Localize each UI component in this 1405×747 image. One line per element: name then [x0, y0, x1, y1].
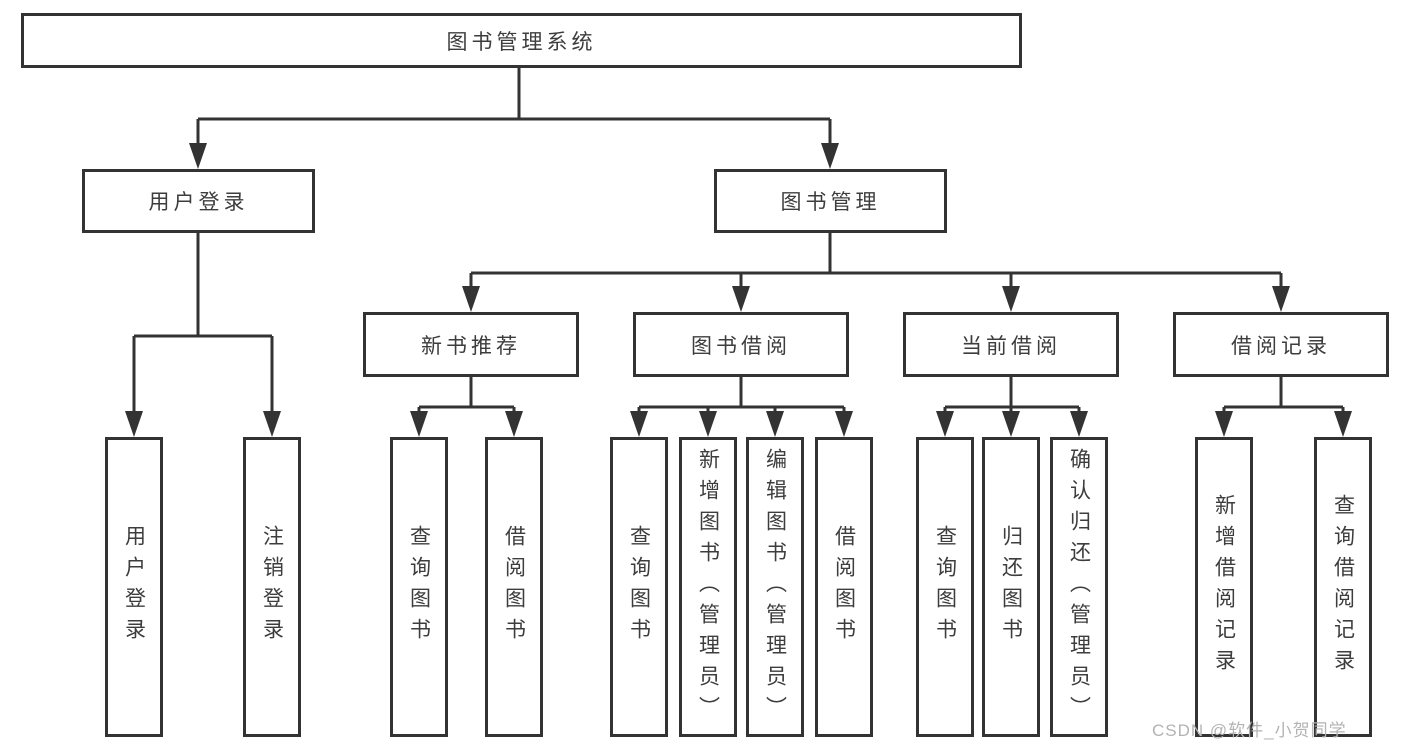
leaf-borrow-books-recommend: 借阅图书 [485, 437, 543, 737]
leaf-add-borrow-record: 新增借阅记录 [1195, 437, 1253, 737]
node-book-borrowing-label: 图书借阅 [691, 334, 791, 358]
leaf-add-borrow-record-label: 新增借阅记录 [1212, 494, 1236, 680]
leaf-add-book-admin-label: 新增图书（管理员） [696, 447, 720, 727]
leaf-query-books-borrowing: 查询图书 [610, 437, 668, 737]
node-new-book-recommend: 新书推荐 [363, 312, 579, 377]
node-root: 图书管理系统 [21, 13, 1022, 68]
leaf-confirm-return-admin: 确认归还（管理员） [1050, 437, 1108, 737]
node-borrow-records-label: 借阅记录 [1231, 334, 1331, 358]
node-book-management-label: 图书管理 [780, 191, 881, 214]
leaf-edit-book-admin: 编辑图书（管理员） [746, 437, 804, 737]
leaf-logout-label: 注销登录 [260, 525, 284, 649]
leaf-borrow-books-borrowing-label: 借阅图书 [832, 525, 856, 649]
node-book-management: 图书管理 [714, 169, 947, 233]
arrowheads [125, 143, 1352, 437]
node-borrow-records: 借阅记录 [1173, 312, 1389, 377]
leaf-add-book-admin: 新增图书（管理员） [679, 437, 737, 737]
leaf-return-book: 归还图书 [982, 437, 1040, 737]
node-root-label: 图书管理系统 [446, 30, 597, 54]
node-current-borrowing: 当前借阅 [903, 312, 1119, 377]
leaf-query-borrow-record-label: 查询借阅记录 [1331, 494, 1355, 680]
node-new-book-recommend-label: 新书推荐 [421, 334, 521, 358]
leaf-query-books-current: 查询图书 [916, 437, 974, 737]
leaf-query-books-recommend-label: 查询图书 [407, 525, 431, 649]
leaf-query-books-borrowing-label: 查询图书 [627, 525, 651, 649]
node-book-borrowing: 图书借阅 [633, 312, 849, 377]
leaf-borrow-books-borrowing: 借阅图书 [815, 437, 873, 737]
leaf-borrow-books-recommend-label: 借阅图书 [502, 525, 526, 649]
leaf-edit-book-admin-label: 编辑图书（管理员） [763, 447, 787, 727]
node-current-borrowing-label: 当前借阅 [961, 334, 1061, 358]
leaf-confirm-return-admin-label: 确认归还（管理员） [1067, 447, 1091, 727]
leaf-user-login-label: 用户登录 [122, 525, 146, 649]
node-user-login-label: 用户登录 [148, 191, 249, 214]
leaf-logout: 注销登录 [243, 437, 301, 737]
leaf-query-borrow-record: 查询借阅记录 [1314, 437, 1372, 737]
leaf-query-books-recommend: 查询图书 [390, 437, 448, 737]
leaf-user-login: 用户登录 [105, 437, 163, 737]
leaf-query-books-current-label: 查询图书 [933, 525, 957, 649]
csdn-watermark: CSDN @软件_小贺同学 [1152, 721, 1347, 740]
leaf-return-book-label: 归还图书 [999, 525, 1023, 649]
node-user-login: 用户登录 [82, 169, 315, 233]
